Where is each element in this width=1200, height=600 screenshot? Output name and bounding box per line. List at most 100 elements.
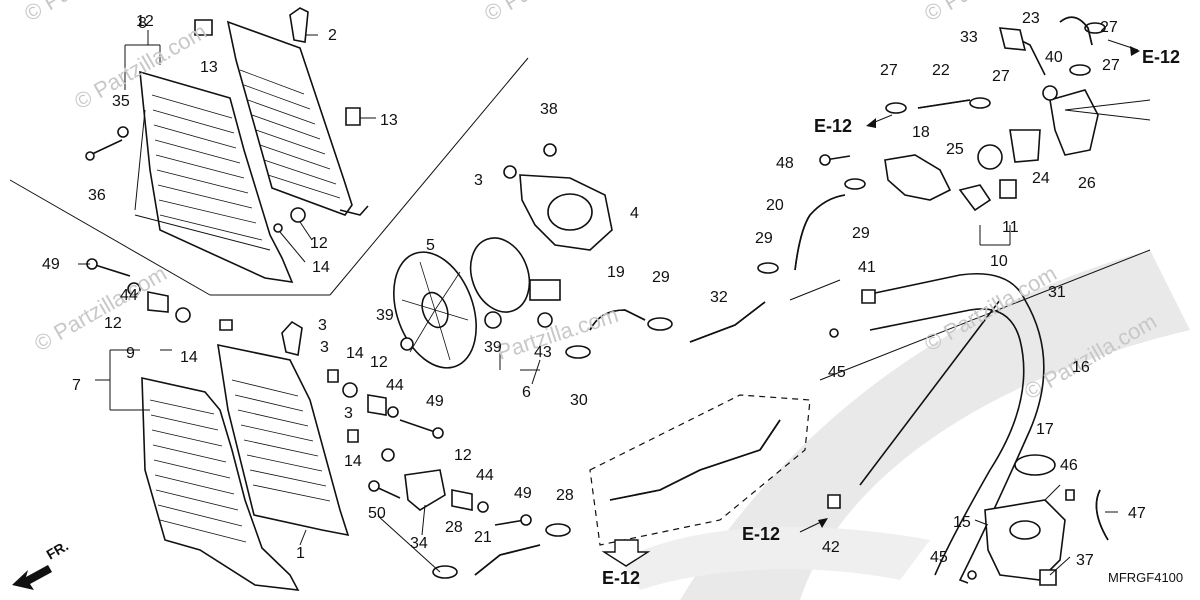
callout-12: 12 xyxy=(370,354,388,371)
callout-35: 35 xyxy=(112,93,130,110)
thermostat-housing xyxy=(884,89,1099,212)
callout-50: 50 xyxy=(368,505,386,522)
callout-29: 29 xyxy=(652,269,670,286)
callout-10: 10 xyxy=(990,253,1008,270)
pipe-inset xyxy=(589,394,811,546)
callout-27: 27 xyxy=(1100,19,1118,36)
callout-36: 36 xyxy=(88,187,106,204)
callout-15: 15 xyxy=(953,514,971,531)
subassembly-frame xyxy=(9,57,529,296)
callout-28: 28 xyxy=(445,519,463,536)
callout-49: 49 xyxy=(426,393,444,410)
callout-41: 41 xyxy=(858,259,876,276)
callout-4: 4 xyxy=(630,205,639,222)
callout-29: 29 xyxy=(755,230,773,247)
overflow-tubes xyxy=(859,273,1045,584)
callout-20: 20 xyxy=(766,197,784,214)
callout-33: 33 xyxy=(960,29,978,46)
callout-12: 12 xyxy=(454,447,472,464)
callout-14: 14 xyxy=(180,349,198,366)
callout-11: 11 xyxy=(1002,219,1019,236)
callout-40: 40 xyxy=(1045,49,1063,66)
callout-12: 12 xyxy=(310,235,328,252)
callout-27: 27 xyxy=(880,62,898,79)
reserve-tank xyxy=(984,454,1066,581)
callout-31: 31 xyxy=(1048,284,1066,301)
callout-44: 44 xyxy=(120,287,138,304)
callout-7: 7 xyxy=(72,377,81,394)
callout-18: 18 xyxy=(912,124,930,141)
callout-48: 48 xyxy=(776,155,794,172)
leader-lines xyxy=(78,30,1151,576)
reference-label: E-12 xyxy=(1142,47,1180,67)
callout-9: 9 xyxy=(126,345,135,362)
fan-shroud-bracket xyxy=(519,174,613,251)
callout-13: 13 xyxy=(380,112,398,129)
callout-29: 29 xyxy=(852,225,870,242)
callout-12: 12 xyxy=(104,315,122,332)
callout-3: 3 xyxy=(474,172,483,189)
callout-21: 21 xyxy=(474,529,492,546)
upper-shroud xyxy=(139,70,294,283)
callout-46: 46 xyxy=(1060,457,1078,474)
callout-13: 13 xyxy=(200,59,218,76)
callout-14: 14 xyxy=(346,345,364,362)
callout-45: 45 xyxy=(930,549,948,566)
lower-radiator xyxy=(217,320,350,537)
callout-30: 30 xyxy=(570,392,588,409)
callout-22: 22 xyxy=(932,62,950,79)
callout-28: 28 xyxy=(556,487,574,504)
callout-44: 44 xyxy=(386,377,404,394)
callout-12: 12 xyxy=(136,13,154,30)
front-label: FR. xyxy=(44,537,72,562)
callout-27: 27 xyxy=(992,68,1010,85)
reference-label: E-12 xyxy=(602,568,640,588)
callout-25: 25 xyxy=(946,141,964,158)
reference-label: E-12 xyxy=(814,116,852,136)
callout-43: 43 xyxy=(534,344,552,361)
upper-radiator xyxy=(226,7,369,216)
lower-shroud xyxy=(141,376,300,591)
callout-3: 3 xyxy=(320,339,329,356)
callout-14: 14 xyxy=(344,453,362,470)
callout-2: 2 xyxy=(328,27,337,44)
callout-14: 14 xyxy=(312,259,330,276)
callout-17: 17 xyxy=(1036,421,1054,438)
watermark: © Partzilla.com xyxy=(480,0,621,26)
callout-44: 44 xyxy=(476,467,494,484)
callout-5: 5 xyxy=(426,237,435,254)
callout-23: 23 xyxy=(1022,10,1040,27)
callout-3: 3 xyxy=(318,317,327,334)
diagram-code: MFRGF4100 xyxy=(1108,570,1183,585)
callout-24: 24 xyxy=(1032,170,1050,187)
reference-arrows xyxy=(601,39,1140,567)
cooling-fan xyxy=(393,237,561,369)
background-shading xyxy=(620,250,1190,600)
callout-49: 49 xyxy=(514,485,532,502)
callout-3: 3 xyxy=(344,405,353,422)
callout-27: 27 xyxy=(1102,57,1120,74)
reference-label: E-12 xyxy=(742,524,780,544)
callout-49: 49 xyxy=(42,256,60,273)
front-direction-arrow xyxy=(12,565,52,590)
callout-38: 38 xyxy=(540,101,558,118)
callout-47: 47 xyxy=(1128,505,1146,522)
callout-37: 37 xyxy=(1076,552,1094,569)
callout-1: 1 xyxy=(296,545,305,562)
reference-labels: E-12E-12E-12E-12 xyxy=(602,47,1180,588)
callout-16: 16 xyxy=(1072,359,1090,376)
callout-45: 45 xyxy=(828,364,846,381)
callout-26: 26 xyxy=(1078,175,1096,192)
callout-8: 8 xyxy=(138,15,147,32)
hardware xyxy=(85,19,1106,586)
callout-19: 19 xyxy=(607,264,625,281)
callout-32: 32 xyxy=(710,289,728,306)
callout-39: 39 xyxy=(484,339,502,356)
callout-39: 39 xyxy=(376,307,394,324)
callout-34: 34 xyxy=(410,535,428,552)
callout-42: 42 xyxy=(822,539,840,556)
callout-6: 6 xyxy=(522,384,531,401)
hoses xyxy=(474,16,1109,576)
